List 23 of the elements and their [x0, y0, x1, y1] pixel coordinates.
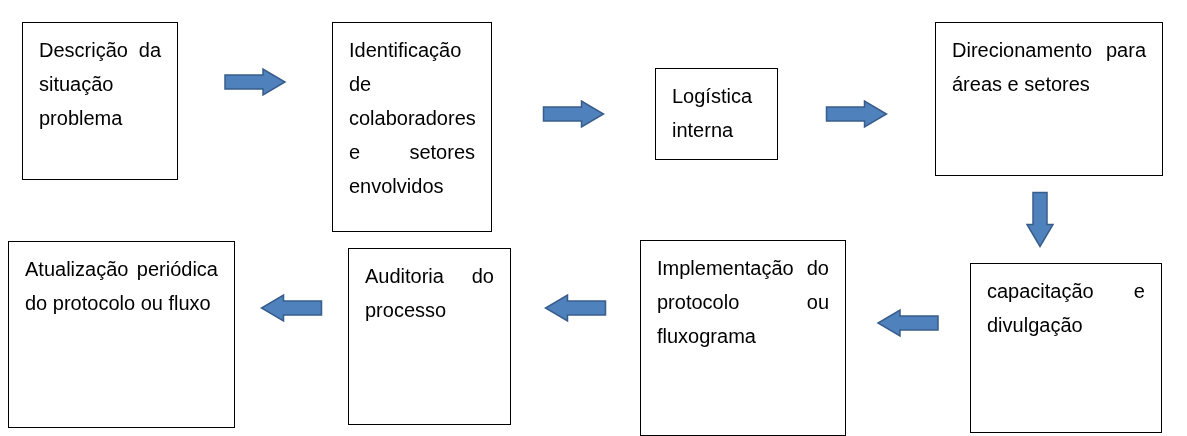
- process-box: [8, 241, 235, 428]
- box-text: capacitação e divulgação: [987, 279, 1145, 338]
- process-box: [970, 263, 1162, 433]
- box-text: Descrição da situação problema: [39, 38, 161, 131]
- block-arrow: [544, 293, 607, 323]
- block-arrow: [542, 99, 605, 129]
- block-arrow: [876, 308, 939, 338]
- box-text: Auditoria do processo: [365, 264, 494, 323]
- process-box: [22, 22, 178, 180]
- process-box: [935, 22, 1163, 176]
- process-box: [348, 248, 511, 425]
- box-text: Identificação de colaboradores e setores envolvidos: [349, 38, 475, 199]
- block-arrow: [1025, 191, 1055, 248]
- block-arrow: [825, 99, 888, 129]
- process-box: [640, 240, 846, 436]
- box-text: Direcionamento para áreas e setores: [952, 38, 1146, 97]
- block-arrow: [224, 67, 287, 97]
- box-text: Atualização periódica do protocolo ou fluxo: [25, 257, 218, 316]
- process-box: [655, 68, 778, 160]
- block-arrow: [260, 293, 323, 323]
- box-text: Logística interna: [672, 84, 754, 143]
- box-text: Implementação do protocolo ou fluxograma: [657, 256, 829, 349]
- process-box: [332, 22, 492, 232]
